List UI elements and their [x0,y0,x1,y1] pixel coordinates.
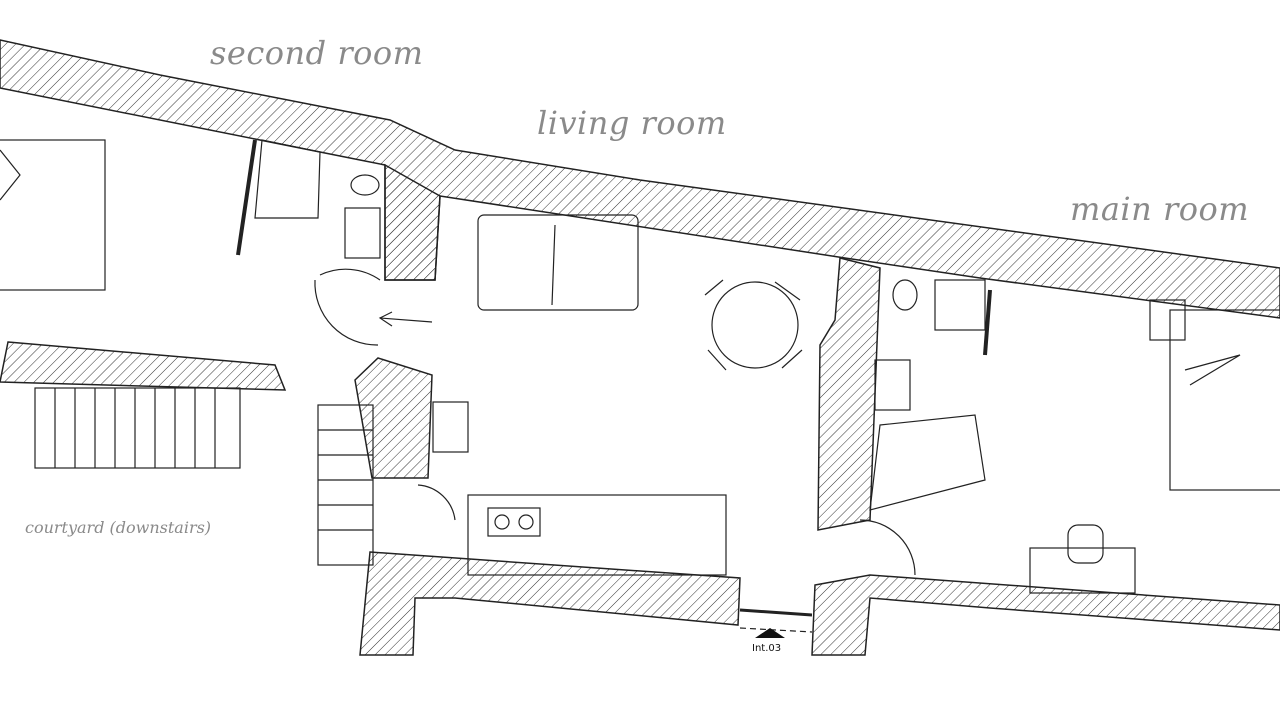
label-living-room: living room [537,104,727,142]
desk [1029,547,1136,594]
wall-living-main [817,257,881,531]
toilet-second [350,174,380,196]
stove [487,507,541,537]
kitchen-counter [467,494,727,576]
entrance-arrow-icon [755,628,785,638]
wall-bottom-main [811,574,1280,656]
kitchen-sink [432,401,469,453]
shower-second [254,139,321,219]
bed-main-room [1169,309,1280,491]
wall-top [0,39,1280,319]
dining-table [711,281,799,369]
sink-second [344,207,381,259]
wall-bottom-living [359,551,741,656]
label-main-room: main room [1070,190,1250,228]
wall-stair-left [354,357,433,479]
label-courtyard: courtyard (downstairs) [25,518,212,537]
shower-main [869,414,986,511]
label-entrance: Int.03 [752,643,782,654]
wall-courtyard [0,341,287,391]
toilet-main [892,279,918,311]
wall-second-living [384,163,441,281]
label-second-room: second room [210,34,424,72]
bed-second-room [0,139,106,291]
sofa [477,214,639,311]
sink-main [874,359,911,411]
stairs-courtyard [34,387,374,566]
